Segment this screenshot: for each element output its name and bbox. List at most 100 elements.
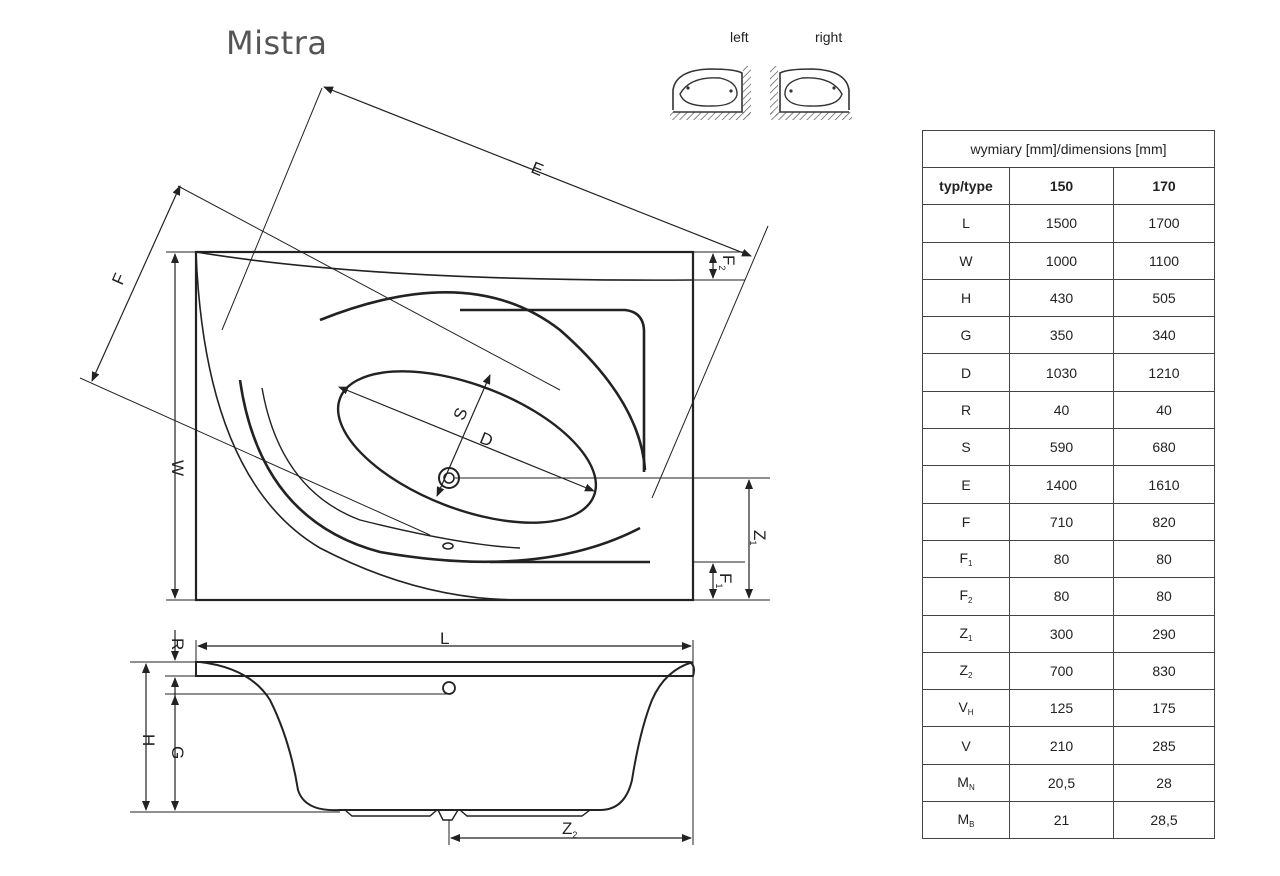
ext-line-e-left — [221, 87, 323, 331]
header-150: 150 — [1009, 166, 1114, 206]
row-value-170: 80 — [1113, 577, 1215, 616]
rim-front-curve — [195, 251, 521, 601]
row-value-150: 710 — [1009, 502, 1114, 541]
row-value-150: 300 — [1009, 614, 1114, 653]
row-symbol: H — [922, 278, 1010, 318]
label-r: R — [168, 638, 187, 650]
orientation-left-label: left — [730, 29, 749, 45]
ext-line-e-right — [651, 225, 769, 499]
basin-ellipse — [336, 370, 598, 524]
row-value-170: 1210 — [1113, 353, 1215, 392]
label-h: H — [139, 734, 158, 746]
label-d: D — [477, 428, 496, 450]
side-body — [199, 661, 694, 812]
row-value-170: 680 — [1113, 428, 1215, 467]
row-symbol: E — [922, 465, 1010, 504]
label-z1: Z1 — [748, 530, 769, 545]
label-s: S — [450, 405, 472, 423]
row-value-150: 590 — [1009, 428, 1114, 467]
row-value-170: 820 — [1113, 502, 1215, 541]
row-value-150: 1030 — [1009, 353, 1114, 392]
label-f: F — [108, 270, 130, 287]
product-title: Mistra — [226, 24, 328, 62]
row-symbol: L — [922, 204, 1010, 243]
row-value-170: 340 — [1113, 316, 1215, 355]
header-170: 170 — [1113, 166, 1215, 206]
row-symbol: D — [922, 353, 1010, 392]
row-symbol: F1 — [922, 539, 1010, 579]
label-z2: Z2 — [562, 819, 577, 840]
side-view — [130, 630, 695, 845]
row-value-170: 290 — [1113, 614, 1215, 653]
row-symbol: MN — [922, 763, 1010, 803]
top-view — [79, 86, 770, 602]
row-value-150: 1000 — [1009, 241, 1114, 280]
right-orientation-thumbnail — [770, 66, 852, 120]
row-symbol: F2 — [922, 577, 1010, 616]
row-value-150: 80 — [1009, 577, 1114, 616]
row-value-170: 40 — [1113, 390, 1215, 430]
left-orientation-thumbnail — [670, 66, 751, 120]
label-g: G — [168, 746, 187, 759]
dim-line-e — [323, 86, 752, 257]
row-value-170: 1700 — [1113, 204, 1215, 243]
row-value-150: 1400 — [1009, 465, 1114, 504]
overflow-outlet — [442, 542, 454, 550]
row-value-170: 1100 — [1113, 241, 1215, 280]
ext-line-f-top — [177, 185, 561, 391]
row-symbol: R — [922, 390, 1010, 430]
row-symbol: MB — [922, 801, 1010, 840]
row-value-170: 175 — [1113, 689, 1215, 728]
row-value-150: 350 — [1009, 316, 1114, 355]
row-symbol: W — [922, 241, 1010, 280]
row-value-170: 28 — [1113, 763, 1215, 803]
row-value-150: 430 — [1009, 278, 1114, 318]
row-symbol: V — [922, 726, 1010, 765]
side-overflow — [442, 681, 456, 695]
row-value-150: 80 — [1009, 539, 1114, 579]
dim-line-f — [91, 185, 181, 382]
side-rim — [195, 661, 695, 677]
row-symbol: F — [922, 502, 1010, 541]
row-value-170: 80 — [1113, 539, 1215, 579]
label-e: E — [529, 158, 547, 180]
row-symbol: VH — [922, 689, 1010, 728]
side-drain — [437, 809, 459, 821]
label-l: L — [440, 629, 449, 648]
ext-line-f-bottom — [79, 377, 431, 536]
label-f1: F1 — [714, 573, 735, 588]
row-value-170: 1610 — [1113, 465, 1215, 504]
row-value-150: 40 — [1009, 390, 1114, 430]
row-symbol: G — [922, 316, 1010, 355]
row-value-170: 830 — [1113, 651, 1215, 691]
basin-inner-curve-bottom — [238, 379, 641, 564]
table-caption: wymiary [mm]/dimensions [mm] — [922, 130, 1215, 168]
row-value-150: 20,5 — [1009, 763, 1114, 803]
row-symbol: Z1 — [922, 614, 1010, 653]
dimensions-table: wymiary [mm]/dimensions [mm] typ/type 15… — [922, 130, 1215, 840]
row-value-170: 505 — [1113, 278, 1215, 318]
rim-back-edge — [195, 251, 694, 281]
row-value-150: 21 — [1009, 801, 1114, 840]
row-value-150: 210 — [1009, 726, 1114, 765]
row-value-170: 285 — [1113, 726, 1215, 765]
row-value-170: 28,5 — [1113, 801, 1215, 840]
orientation-right-label: right — [815, 29, 843, 45]
row-symbol: Z2 — [922, 651, 1010, 691]
header-type: typ/type — [922, 166, 1010, 206]
